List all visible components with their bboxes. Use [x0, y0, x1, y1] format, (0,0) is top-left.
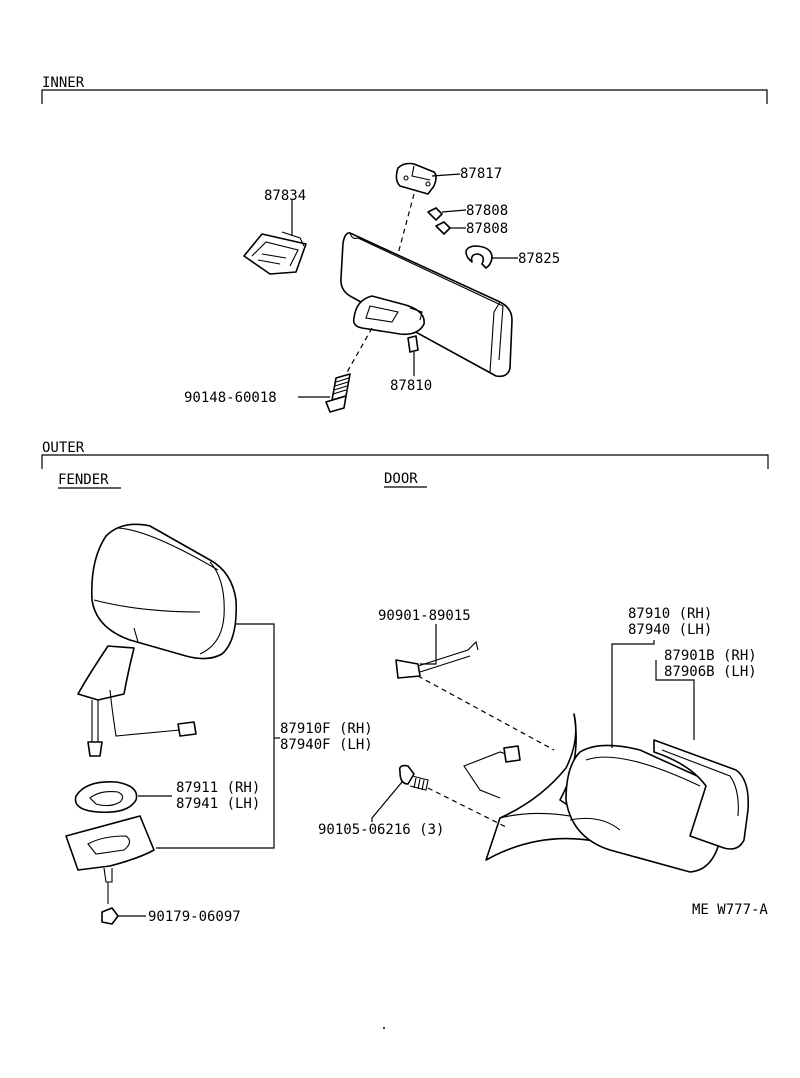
- label-87901b-rh: 87901B (RH): [664, 648, 757, 664]
- door-mirror-glass: [653, 739, 750, 850]
- label-87940f-lh: 87940F (LH): [280, 737, 373, 753]
- label-90148-60018: 90148-60018: [184, 390, 277, 406]
- mirror-cover-87834: [243, 231, 307, 275]
- section-title-inner: INNER: [42, 75, 85, 91]
- door-mirror-housing: [565, 744, 723, 873]
- fender-mirror-stay: [77, 645, 197, 737]
- clip-87808-a: [427, 207, 443, 221]
- leader-87901b: [655, 660, 695, 740]
- scan-dot: [383, 1027, 385, 1029]
- subsection-title-fender: FENDER: [58, 472, 109, 488]
- clip-87808-b: [435, 221, 451, 235]
- nut-90179-06097: [101, 882, 119, 925]
- inner-section-bracket: [41, 89, 768, 104]
- label-87834: 87834: [264, 188, 306, 204]
- leader-90105: [371, 781, 403, 822]
- leader-87817: [431, 173, 461, 177]
- pin-87810: [407, 335, 419, 353]
- bracket-87817: [395, 162, 437, 195]
- fender-mirror-head: [90, 523, 238, 660]
- mirror-stay-bracket: [352, 295, 425, 336]
- label-87940-lh: 87940 (LH): [628, 622, 712, 638]
- label-90179-06097: 90179-06097: [148, 909, 241, 925]
- subsection-title-door: DOOR: [384, 471, 418, 487]
- inner-mirror-body: [340, 232, 513, 378]
- outer-section-bracket: [41, 454, 769, 469]
- label-87825: 87825: [518, 251, 560, 267]
- dashline-screw-door: [427, 787, 509, 829]
- diagram-code: ME W777-A: [692, 902, 768, 918]
- gasket-87911: [74, 780, 138, 814]
- leader-87910: [611, 640, 655, 748]
- fender-bolt: [87, 700, 103, 757]
- label-87906b-lh: 87906B (LH): [664, 664, 757, 680]
- screw-90148-60018: [325, 373, 351, 413]
- label-87808-a: 87808: [466, 203, 508, 219]
- clip-87825: [465, 245, 493, 269]
- door-wire: [463, 745, 521, 799]
- dashline-87817: [397, 193, 415, 255]
- door-screw-90105: [398, 764, 429, 791]
- dashline-screw: [345, 327, 373, 375]
- label-87810: 87810: [390, 378, 432, 394]
- label-87808-b: 87808: [466, 221, 508, 237]
- door-connector: [395, 640, 479, 679]
- label-87941-lh: 87941 (LH): [176, 796, 260, 812]
- base-plate: [65, 815, 155, 883]
- label-90901-89015: 90901-89015: [378, 608, 471, 624]
- label-87910-rh: 87910 (RH): [628, 606, 712, 622]
- section-title-outer: OUTER: [42, 440, 85, 456]
- leader-87808-a: [441, 209, 467, 213]
- label-87817: 87817: [460, 166, 502, 182]
- dashline-connector: [417, 675, 555, 751]
- label-87910f-rh: 87910F (RH): [280, 721, 373, 737]
- bracket-87910f: [156, 623, 275, 849]
- label-90105-06216: 90105-06216 (3): [318, 822, 444, 838]
- label-87911-rh: 87911 (RH): [176, 780, 260, 796]
- leader-90901: [420, 624, 437, 665]
